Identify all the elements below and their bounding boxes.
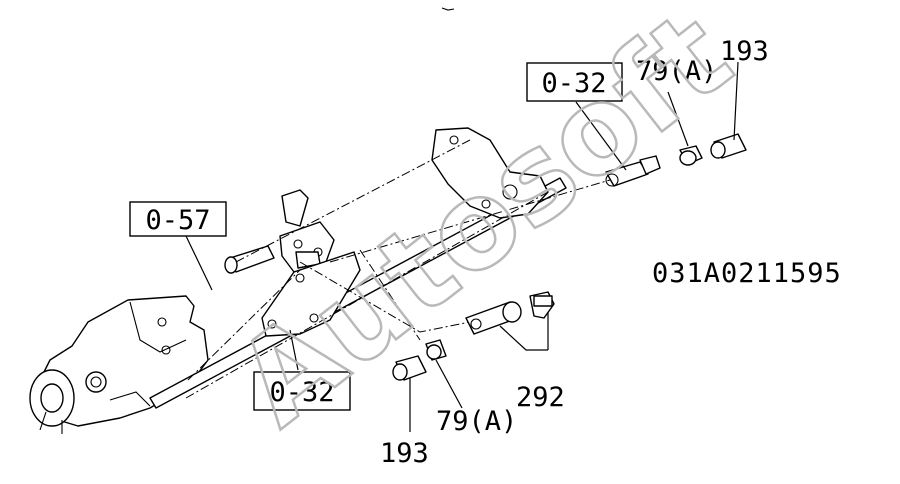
upper-fitting: [605, 155, 661, 187]
assembly-lines: [185, 139, 611, 399]
callout-bolt-assembly: 292: [516, 382, 565, 413]
banjo-bolt-assembly: [465, 291, 555, 335]
ref-label-top: 0-32: [541, 68, 606, 99]
upper-manifold: [279, 127, 549, 273]
lower-clamp: [425, 339, 447, 361]
upper-clamp: [679, 145, 703, 166]
ref-label-left: 0-57: [145, 205, 210, 236]
long-pipe: [149, 177, 567, 409]
ref-box-top: 0-32: [526, 62, 623, 102]
lower-hose: [392, 355, 427, 381]
callout-hose-bottom: 193: [380, 438, 429, 469]
top-mark: [441, 7, 455, 11]
ref-box-left: 0-57: [129, 201, 227, 237]
gear-housing: [29, 295, 209, 434]
upper-hose: [710, 133, 747, 159]
ref-box-bottom: 0-32: [253, 371, 351, 411]
leader-lines: [185, 61, 739, 432]
ref-label-bottom: 0-32: [269, 377, 334, 408]
lower-bracket: [261, 251, 361, 337]
callout-clamp-bottom: 79(A): [436, 406, 517, 437]
watermark-text: Autosoft: [212, 0, 756, 453]
callout-clamp-top: 79(A): [636, 56, 717, 87]
callout-hose-top: 193: [720, 36, 769, 67]
diagram-code: 031A0211595: [652, 258, 842, 289]
